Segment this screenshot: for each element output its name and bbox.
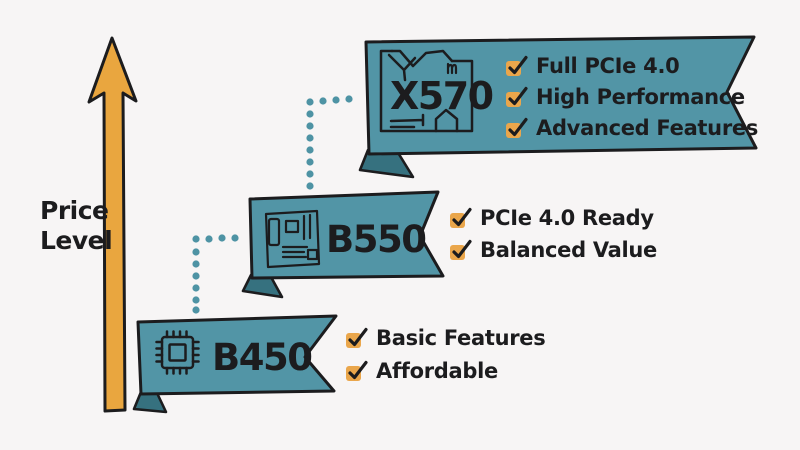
check-icon [506,86,528,107]
chipset-label-b550: B550 [326,218,427,261]
feature-row: PCIe 4.0 Ready [448,202,657,234]
feature-label: Advanced Features [536,115,759,140]
feature-label: High Performance [536,84,745,109]
feature-label: Full PCIe 4.0 [536,53,680,78]
banner-b450 [132,314,338,414]
feature-label: PCIe 4.0 Ready [480,206,654,230]
feature-row: Balanced Value [448,234,657,266]
check-icon [346,327,368,348]
b450-cpu-chip-icon [155,330,200,375]
chipset-label-b450: B450 [212,336,313,379]
chipset-label-x570: X570 [390,74,494,118]
check-icon [506,117,528,138]
feature-label: Basic Features [376,325,546,350]
check-icon [346,360,368,381]
banner-x570 [358,35,758,179]
b550-feature-list: PCIe 4.0 Ready Balanced Value [448,202,657,266]
connector-b550-x570-dotted-line [306,95,353,190]
feature-row: Affordable [344,354,545,387]
x570-feature-list: Full PCIe 4.0 High Performance Advanced … [504,50,758,143]
feature-row: Advanced Features [504,112,758,143]
feature-label: Balanced Value [480,238,657,262]
banner-b550 [241,190,445,299]
feature-row: Basic Features [344,321,546,354]
connector-b450-b550-dotted-line [192,234,239,314]
b550-motherboard-icon [264,209,321,269]
feature-row: High Performance [504,81,758,112]
feature-row: Full PCIe 4.0 [504,50,758,81]
feature-label: Affordable [376,358,498,383]
check-icon [506,55,528,76]
check-icon [450,207,472,228]
b450-feature-list: Basic Features Affordable [344,321,546,387]
check-icon [450,239,472,260]
price-axis-up-arrow-icon [87,36,138,413]
price-level-label: Price Level [40,196,113,255]
x570-motherboard-icon [379,49,474,133]
